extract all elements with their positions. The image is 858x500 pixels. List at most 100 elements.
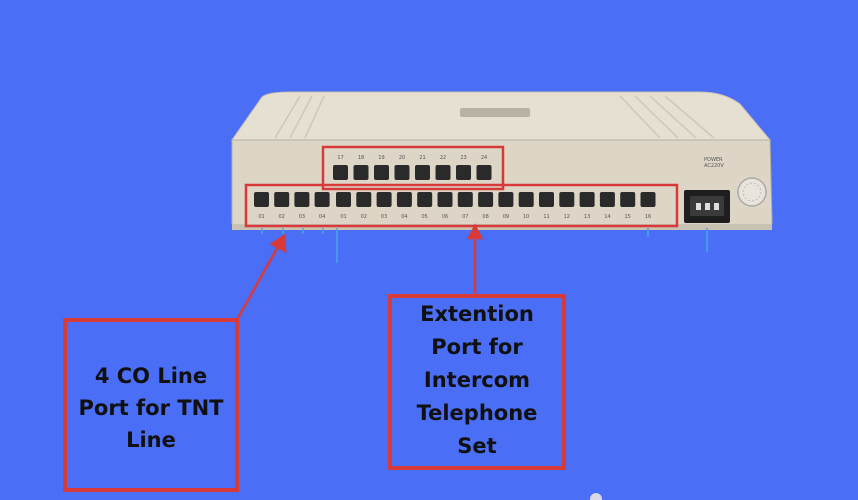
power-pin xyxy=(696,203,701,210)
port-number-label: 18 xyxy=(358,155,364,161)
port-jack xyxy=(376,192,392,207)
bottom-ports-highlight xyxy=(244,183,679,228)
port-jack xyxy=(374,165,389,180)
port-number-label: 10 xyxy=(523,214,529,220)
extension-port: 03 xyxy=(376,192,392,220)
port-number-label: 09 xyxy=(503,214,509,220)
port-jack xyxy=(620,192,636,207)
port-jack xyxy=(498,192,514,207)
extension-port: 09 xyxy=(498,192,514,220)
port-jack xyxy=(457,192,473,207)
port-number-label: 11 xyxy=(543,214,549,220)
co-line-port: 01 xyxy=(254,192,269,220)
extension-port: 06 xyxy=(437,192,453,220)
top-port: 17 xyxy=(333,155,348,180)
port-jack xyxy=(396,192,412,207)
top-ridges xyxy=(274,95,715,139)
cables xyxy=(261,228,708,263)
port-number-label: 01 xyxy=(340,214,346,220)
power-label-line2: AC220V xyxy=(704,163,724,169)
port-jack xyxy=(539,192,554,207)
extension-port: 01 xyxy=(336,192,351,220)
port-jack xyxy=(435,165,451,180)
top-port: 23 xyxy=(456,155,471,180)
power-pin xyxy=(705,203,710,210)
port-jack xyxy=(394,165,410,180)
extension-port: 02 xyxy=(356,192,372,220)
port-number-label: 12 xyxy=(564,214,570,220)
extension-port-row: 01 02 03 04 05 06 07 08 09 10 11 12 13 14 15 16 xyxy=(336,192,656,220)
port-number-label: 17 xyxy=(337,155,343,161)
power-label-line1: POWER xyxy=(704,157,723,163)
progress-dot xyxy=(590,493,602,500)
extension-port: 10 xyxy=(518,192,534,220)
port-jack xyxy=(559,192,575,207)
port-jack xyxy=(294,192,310,207)
port-jack xyxy=(356,192,372,207)
port-number-label: 23 xyxy=(460,155,466,161)
port-number-label: 02 xyxy=(361,214,367,220)
port-jack xyxy=(579,192,595,207)
ext-arrow-head xyxy=(466,223,484,240)
co-line-annotation: 4 CO Line Port for TNT Line xyxy=(63,318,239,492)
port-number-label: 04 xyxy=(319,214,325,220)
fan-vent xyxy=(737,177,767,207)
co-line-port-row: 01 02 03 04 xyxy=(254,192,330,220)
extension-port: 08 xyxy=(478,192,494,220)
port-number-label: 22 xyxy=(440,155,446,161)
power-label: POWER AC220V xyxy=(704,157,724,169)
port-number-label: 07 xyxy=(462,214,468,220)
port-jack xyxy=(518,192,534,207)
annotation-arrows xyxy=(236,223,484,319)
co-line-port: 02 xyxy=(274,192,290,220)
port-jack xyxy=(336,192,351,207)
port-number-label: 14 xyxy=(604,214,610,220)
port-jack xyxy=(415,165,430,180)
port-jack xyxy=(333,165,348,180)
port-jack xyxy=(437,192,453,207)
port-jack xyxy=(254,192,269,207)
top-port: 19 xyxy=(374,155,389,180)
port-number-label: 16 xyxy=(645,214,651,220)
port-number-label: 01 xyxy=(258,214,264,220)
port-jack xyxy=(353,165,369,180)
port-jack xyxy=(599,192,615,207)
port-jack xyxy=(478,192,494,207)
extension-port: 12 xyxy=(559,192,575,220)
port-number-label: 15 xyxy=(625,214,631,220)
port-number-label: 04 xyxy=(401,214,407,220)
extension-port: 13 xyxy=(579,192,595,220)
top-port: 20 xyxy=(394,155,410,180)
co-arrow-line xyxy=(236,242,282,319)
port-number-label: 19 xyxy=(378,155,384,161)
co-line-port: 03 xyxy=(294,192,310,220)
port-jack xyxy=(314,192,330,207)
top-port: 18 xyxy=(353,155,369,180)
port-jack xyxy=(417,192,433,207)
top-port-row: 17 18 19 20 21 22 23 24 xyxy=(333,155,492,180)
port-number-label: 03 xyxy=(299,214,305,220)
top-port: 22 xyxy=(435,155,451,180)
pbx-device: 17 18 19 20 21 22 23 24 01 02 03 04 01 02 03 04 05 06 07… xyxy=(231,91,773,263)
extension-port: 04 xyxy=(396,192,412,220)
top-badge xyxy=(460,108,530,117)
port-number-label: 06 xyxy=(442,214,448,220)
port-number-label: 24 xyxy=(481,155,487,161)
port-number-label: 02 xyxy=(279,214,285,220)
extension-annotation: Extention Port for Intercom Telephone Se… xyxy=(388,294,566,470)
extension-port: 15 xyxy=(620,192,636,220)
top-port: 21 xyxy=(415,155,430,180)
top-ports-highlight xyxy=(321,145,505,191)
extension-port: 11 xyxy=(539,192,554,220)
fan-grill xyxy=(742,182,762,202)
port-number-label: 13 xyxy=(584,214,590,220)
port-number-label: 05 xyxy=(422,214,428,220)
top-port: 24 xyxy=(476,155,492,180)
port-jack xyxy=(476,165,492,180)
port-jack xyxy=(274,192,290,207)
extension-port: 07 xyxy=(457,192,473,220)
port-jack xyxy=(456,165,471,180)
power-pin xyxy=(714,203,719,210)
port-number-label: 21 xyxy=(419,155,425,161)
